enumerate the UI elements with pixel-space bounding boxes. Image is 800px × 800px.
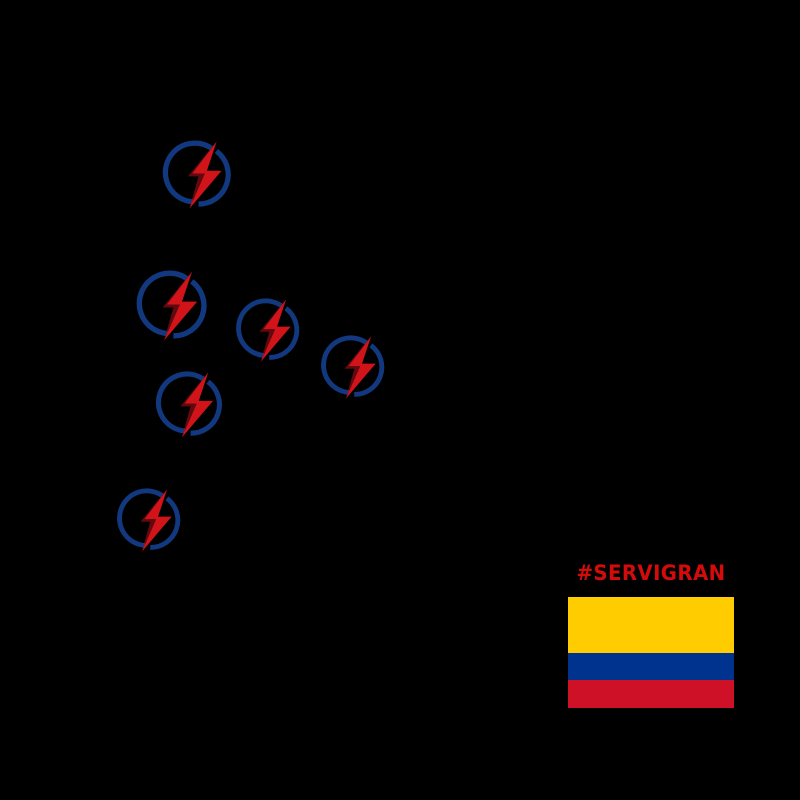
bolt-shape — [260, 298, 291, 362]
badge-ring-arc-minor — [198, 148, 231, 207]
badge-ring-arc-minor — [268, 305, 299, 360]
badge-ring-arc-major — [116, 487, 164, 548]
lightning-bolt-icon-2[interactable] — [136, 270, 213, 342]
lightning-bolt-icon-3[interactable] — [235, 297, 305, 363]
bolt-shade — [259, 298, 286, 362]
badge-ring-arc-major — [320, 334, 368, 395]
lightning-bolt-icon-1[interactable] — [162, 140, 237, 210]
bolt-shade — [344, 335, 371, 399]
badge-ring-arc-major — [235, 297, 283, 358]
lightning-bolt-icon-6[interactable] — [116, 487, 186, 553]
bolt-shape — [141, 488, 172, 552]
badge-ring-arc-minor — [173, 279, 207, 339]
colombia-flag — [568, 597, 734, 708]
bolt-shape — [189, 141, 222, 209]
lightning-bolt-icon-4[interactable] — [320, 334, 390, 400]
flag-band-yellow — [568, 597, 734, 653]
brand-block: #SERVIGRAN — [568, 558, 734, 708]
badge-ring-arc-minor — [190, 379, 222, 436]
bolt-shade — [180, 372, 209, 438]
bolt-shade — [140, 488, 167, 552]
badge-ring-arc-major — [162, 140, 213, 205]
lightning-bolt-icon-5[interactable] — [155, 371, 228, 439]
flag-band-blue — [568, 652, 734, 681]
badge-ring-arc-major — [155, 371, 205, 434]
badge-ring-arc-minor — [149, 495, 180, 550]
bolt-shade — [162, 271, 193, 341]
bolt-shade — [188, 141, 217, 209]
bolt-shape — [345, 335, 376, 399]
bolt-shape — [181, 372, 214, 438]
bolt-shape — [164, 271, 198, 341]
brand-hashtag-label: #SERVIGRAN — [576, 561, 726, 585]
flag-band-red — [568, 680, 734, 708]
badge-ring-arc-minor — [353, 342, 384, 397]
badge-ring-arc-major — [136, 270, 189, 337]
